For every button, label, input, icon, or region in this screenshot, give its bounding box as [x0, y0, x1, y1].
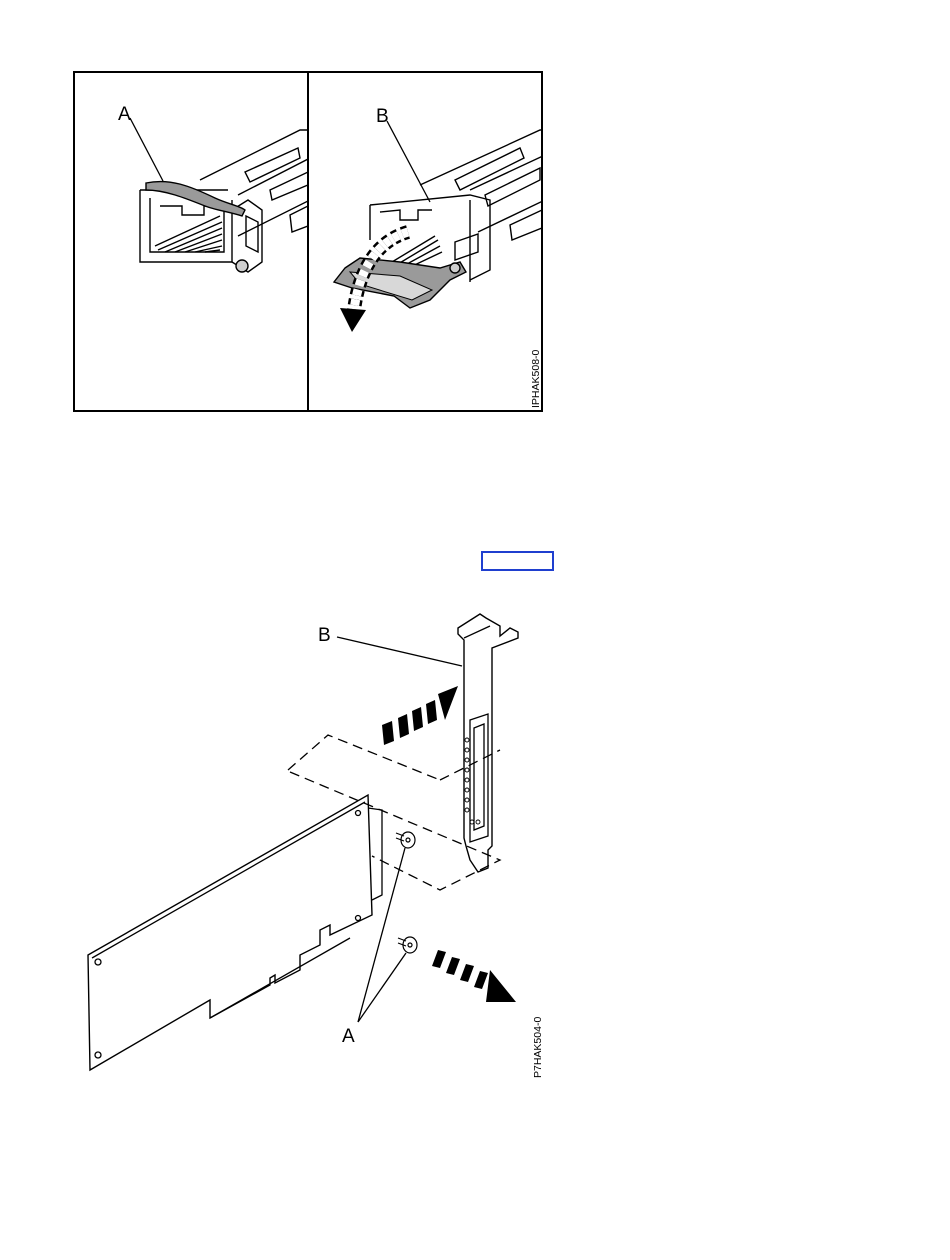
- reference-link[interactable]: [481, 551, 554, 571]
- right-panel-connector: [334, 121, 545, 308]
- label-b-figure1: B: [376, 106, 389, 127]
- label-a-figure2: A: [342, 1026, 355, 1047]
- left-panel-connector: [130, 118, 310, 272]
- bracket-perforations: [465, 738, 480, 824]
- arrow-bracket-up: [382, 686, 458, 745]
- screw-top: [396, 832, 415, 848]
- figure1-frame: [74, 72, 542, 411]
- figure2-code: P7HAK504-0: [532, 1017, 544, 1078]
- arrow-screw-out: [432, 950, 516, 1002]
- latch-tab-a: [146, 181, 245, 216]
- figure1-code: IPHAK508-0: [530, 349, 542, 408]
- screw-bottom: [398, 937, 417, 953]
- label-b-figure2: B: [318, 625, 331, 646]
- pcie-card: [88, 795, 372, 1070]
- label-a-figure1: A: [118, 104, 131, 125]
- figure-bracket-removal: [88, 614, 518, 1070]
